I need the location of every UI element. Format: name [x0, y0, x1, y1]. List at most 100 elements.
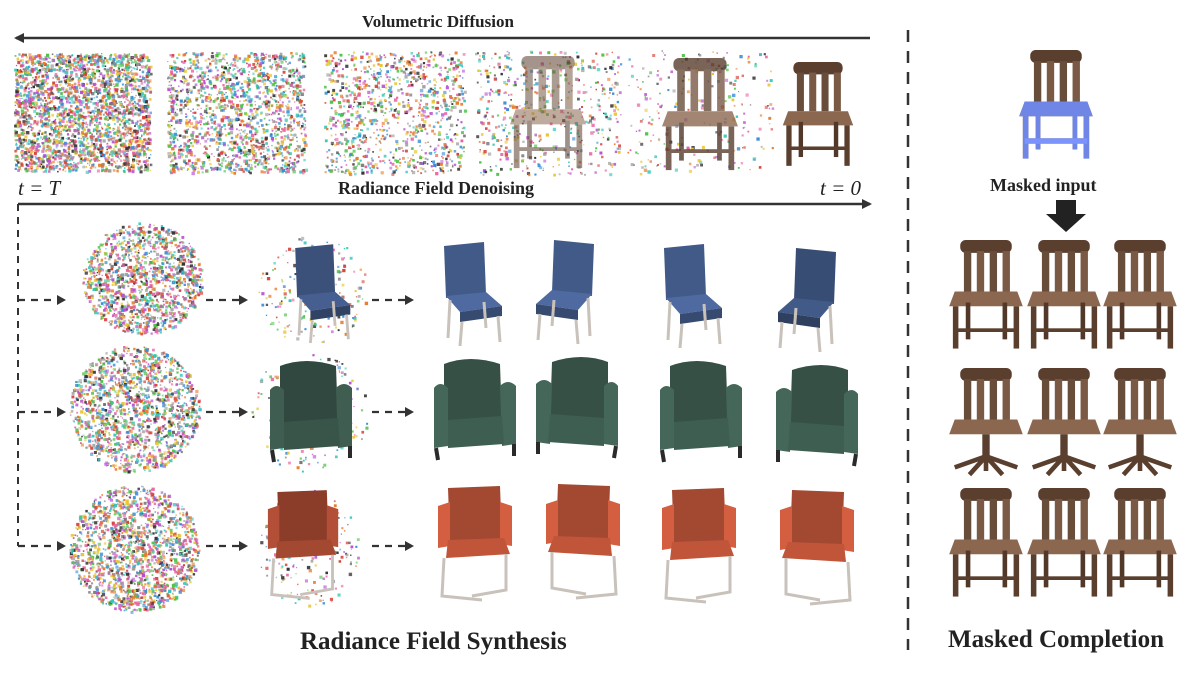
noise-dot	[190, 142, 192, 144]
noise-dot	[223, 157, 225, 159]
noise-dot	[191, 137, 194, 140]
noise-dot	[331, 165, 333, 167]
noise-dot	[234, 158, 235, 159]
noise-dot	[453, 106, 456, 109]
noise-dot	[197, 67, 199, 69]
noise-dot	[204, 140, 207, 143]
noise-dot	[192, 164, 194, 166]
noise-dot	[87, 138, 89, 140]
noise-dot	[34, 93, 36, 95]
noise-dot	[349, 105, 352, 108]
noise-dot	[69, 169, 70, 170]
noise-dot	[43, 171, 45, 173]
noise-dot	[272, 98, 274, 100]
noise-dot	[191, 155, 193, 157]
noise-dot	[218, 103, 221, 106]
noise-dot	[121, 79, 123, 81]
noise-dot	[19, 76, 22, 79]
noise-dot	[328, 78, 331, 81]
noise-dot	[185, 155, 188, 158]
noise-dot	[371, 159, 373, 161]
noise-dot	[134, 60, 137, 63]
noise-dot	[43, 147, 45, 149]
noise-dot	[229, 163, 232, 166]
noise-dot	[442, 152, 445, 155]
noise-dot	[73, 68, 76, 71]
noise-dot	[109, 88, 111, 90]
noise-dot	[207, 149, 208, 150]
noise-dot	[189, 119, 191, 121]
noise-dot	[41, 164, 43, 166]
noise-dot	[78, 81, 80, 83]
noise-dot	[74, 86, 76, 88]
noise-dot	[407, 123, 409, 125]
noise-dot	[268, 124, 269, 125]
noise-dot	[140, 170, 143, 173]
noise-dot	[184, 70, 187, 73]
noise-dot	[220, 80, 222, 82]
noise-dot	[64, 126, 66, 128]
noise-dot	[56, 63, 59, 66]
noise-dot	[109, 80, 111, 82]
noise-dot	[106, 149, 108, 151]
noise-dot	[250, 140, 252, 142]
noise-dot	[344, 59, 346, 61]
noise-dot	[217, 159, 219, 161]
noise-dot	[42, 139, 43, 140]
noise-dot	[289, 118, 291, 120]
noise-dot	[177, 138, 178, 139]
noise-dot	[150, 66, 153, 69]
noise-dot	[138, 128, 140, 130]
noise-dot	[121, 145, 122, 146]
noise-dot	[77, 68, 78, 69]
noise-dot	[296, 137, 297, 138]
noise-dot	[76, 114, 78, 116]
noise-dot	[99, 122, 100, 123]
noise-dot	[384, 119, 387, 122]
noise-dot	[406, 80, 409, 83]
noise-dot	[370, 162, 373, 165]
noise-dot	[21, 156, 23, 158]
noise-dot	[167, 131, 170, 134]
noise-dot	[132, 61, 134, 63]
noise-dot	[286, 110, 289, 113]
noise-dot	[84, 154, 87, 157]
noise-dot	[131, 59, 133, 61]
noise-dot	[247, 164, 250, 167]
noise-dot	[213, 110, 215, 112]
noise-dot	[127, 58, 130, 61]
noise-dot	[303, 89, 306, 92]
noise-dot	[264, 56, 267, 59]
noise-dot	[92, 167, 94, 169]
noise-dot	[67, 133, 69, 135]
noise-dot	[433, 126, 436, 129]
noise-dot	[199, 120, 202, 123]
noise-dot	[462, 97, 465, 100]
noise-dot	[104, 83, 107, 86]
noise-dot	[36, 84, 39, 87]
noise-dot	[425, 94, 428, 97]
noise-dot	[109, 165, 110, 166]
noise-dot	[427, 83, 429, 85]
noise-dot	[119, 70, 121, 72]
noise-dot	[102, 169, 104, 171]
noise-dot	[259, 97, 262, 100]
noise-dot	[17, 162, 19, 164]
noise-dot	[90, 145, 92, 147]
noise-dot	[257, 62, 259, 64]
noise-dot	[299, 85, 302, 88]
noise-dot	[235, 163, 237, 165]
noise-dot	[120, 74, 121, 75]
noise-dot	[24, 81, 26, 83]
noise-dot	[457, 168, 460, 171]
noise-dot	[43, 62, 46, 65]
noise-dot	[231, 137, 233, 139]
noise-dot	[171, 110, 174, 113]
noise-dot	[384, 112, 386, 114]
noise-dot	[402, 101, 404, 103]
noise-dot	[252, 133, 253, 134]
noise-dot	[122, 95, 125, 98]
noise-dot	[292, 137, 293, 138]
noise-dot	[149, 87, 152, 90]
noise-dot	[397, 122, 399, 124]
